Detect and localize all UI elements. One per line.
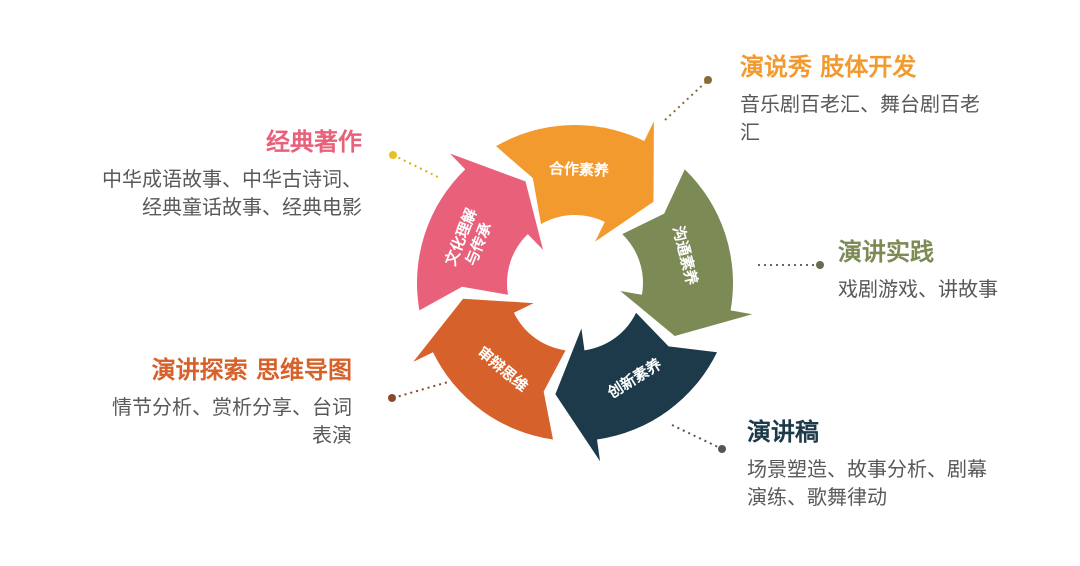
segment-cooperation-label: 合作素养 — [548, 159, 611, 179]
block-top-right-line1: 音乐剧百老汇、舞台剧百老 — [740, 92, 980, 116]
connector-dot-bottom-left — [388, 394, 396, 402]
connector-dot-top-right — [704, 76, 712, 84]
connector-dot-bottom-right — [718, 445, 726, 453]
block-bottom-right-title: 演讲稿 — [747, 418, 819, 446]
connector-top-right — [664, 79, 709, 121]
block-bottom-left-title: 演讲探索 思维导图 — [151, 356, 352, 384]
block-mid-right: 演讲实践 戏剧游戏、讲故事 — [838, 237, 998, 303]
segment-cooperation — [496, 121, 654, 242]
block-top-right-desc: 音乐剧百老汇、舞台剧百老 汇 — [740, 90, 980, 146]
block-bottom-left-desc: 情节分析、赏析分享、台词 表演 — [112, 393, 352, 449]
block-top-left-line1: 中华成语故事、中华古诗词、 — [102, 167, 362, 191]
segment-communication — [620, 169, 753, 337]
block-top-left-title: 经典著作 — [266, 128, 362, 156]
block-top-right: 演说秀 肢体开发 音乐剧百老汇、舞台剧百老 汇 — [740, 52, 980, 146]
segment-innovation — [555, 312, 718, 462]
block-bottom-right-line2: 演练、歌舞律动 — [747, 485, 887, 509]
block-top-left-line2: 经典童话故事、经典电影 — [142, 195, 362, 219]
block-bottom-left-line1: 情节分析、赏析分享、台词 — [112, 395, 352, 419]
segment-cooperation-label-line1: 合作素养 — [548, 159, 611, 179]
connector-dot-top-left — [389, 151, 397, 159]
block-bottom-left: 演讲探索 思维导图 情节分析、赏析分享、台词 表演 — [112, 355, 352, 449]
block-bottom-right: 演讲稿 场景塑造、故事分析、剧幕 演练、歌舞律动 — [747, 417, 987, 511]
block-bottom-right-line1: 场景塑造、故事分析、剧幕 — [747, 457, 987, 481]
block-bottom-left-line2: 表演 — [312, 423, 352, 447]
block-mid-right-desc: 戏剧游戏、讲故事 — [838, 275, 998, 303]
block-mid-right-line1: 戏剧游戏、讲故事 — [838, 277, 998, 301]
connector-top-left — [392, 154, 441, 179]
block-top-left: 经典著作 中华成语故事、中华古诗词、 经典童话故事、经典电影 — [102, 127, 362, 221]
block-bottom-right-desc: 场景塑造、故事分析、剧幕 演练、歌舞律动 — [747, 455, 987, 511]
block-top-right-title: 演说秀 肢体开发 — [740, 53, 917, 81]
block-top-right-line2: 汇 — [740, 120, 760, 144]
segment-critical-thinking — [413, 298, 566, 440]
block-mid-right-title: 演讲实践 — [838, 238, 934, 266]
segment-culture — [417, 153, 544, 311]
connector-dot-mid-right — [816, 261, 824, 269]
block-top-left-desc: 中华成语故事、中华古诗词、 经典童话故事、经典电影 — [102, 165, 362, 221]
connector-bottom-left — [392, 381, 449, 399]
connector-bottom-right — [671, 424, 721, 449]
